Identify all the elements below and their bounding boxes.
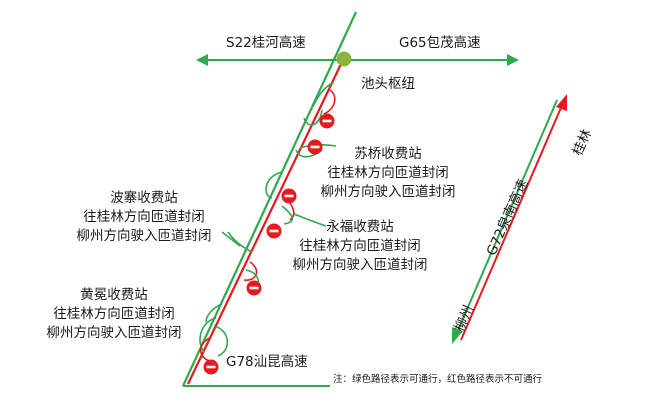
g72-direction-arrows bbox=[452, 94, 567, 344]
station-bozhai: 波寨收费站 往桂林方向匝道封闭 柳州方向驶入匝道封闭 bbox=[70, 189, 218, 246]
station-yongfu: 永福收费站 往桂林方向匝道封闭 柳州方向驶入匝道封闭 bbox=[286, 218, 434, 275]
no-entry-sign bbox=[203, 359, 219, 375]
station-huangmian: 黄冕收费站 往桂林方向匝道封闭 柳州方向驶入匝道封闭 bbox=[40, 286, 188, 343]
station-closure-2: 柳州方向驶入匝道封闭 bbox=[46, 325, 182, 341]
station-name: 波寨收费站 bbox=[110, 190, 178, 206]
station-closure-1: 往桂林方向匝道封闭 bbox=[53, 306, 175, 322]
station-name: 黄冕收费站 bbox=[80, 287, 148, 303]
s22-g65-road bbox=[196, 54, 519, 66]
station-closure-2: 柳州方向驶入匝道封闭 bbox=[320, 184, 456, 200]
no-entry-sign bbox=[307, 139, 323, 155]
station-closure-1: 往桂林方向匝道封闭 bbox=[327, 165, 449, 181]
legend-note: 注：绿色路径表示可通行，红色路径表示不可通行 bbox=[333, 374, 543, 385]
s22-highway-label: S22桂河高速 bbox=[226, 35, 306, 51]
no-entry-sign bbox=[266, 223, 282, 239]
station-closure-1: 往桂林方向匝道封闭 bbox=[83, 209, 205, 225]
station-closure-1: 往桂林方向匝道封闭 bbox=[299, 238, 421, 254]
station-name: 苏桥收费站 bbox=[354, 146, 422, 162]
g78-highway-label: G78汕昆高速 bbox=[226, 354, 308, 370]
station-suqiao: 苏桥收费站 往桂林方向匝道封闭 柳州方向驶入匝道封闭 bbox=[314, 145, 462, 202]
closure-signs bbox=[203, 113, 335, 375]
junction-node bbox=[336, 51, 352, 67]
no-entry-sign bbox=[281, 188, 297, 204]
station-closure-2: 柳州方向驶入匝道封闭 bbox=[292, 257, 428, 273]
g65-highway-label: G65包茂高速 bbox=[399, 35, 481, 51]
junction-label: 池头枢纽 bbox=[361, 76, 415, 92]
station-closure-2: 柳州方向驶入匝道封闭 bbox=[76, 228, 212, 244]
no-entry-sign bbox=[319, 113, 335, 129]
main-road bbox=[182, 11, 357, 387]
no-entry-sign bbox=[246, 280, 262, 296]
station-name: 永福收费站 bbox=[326, 219, 394, 235]
